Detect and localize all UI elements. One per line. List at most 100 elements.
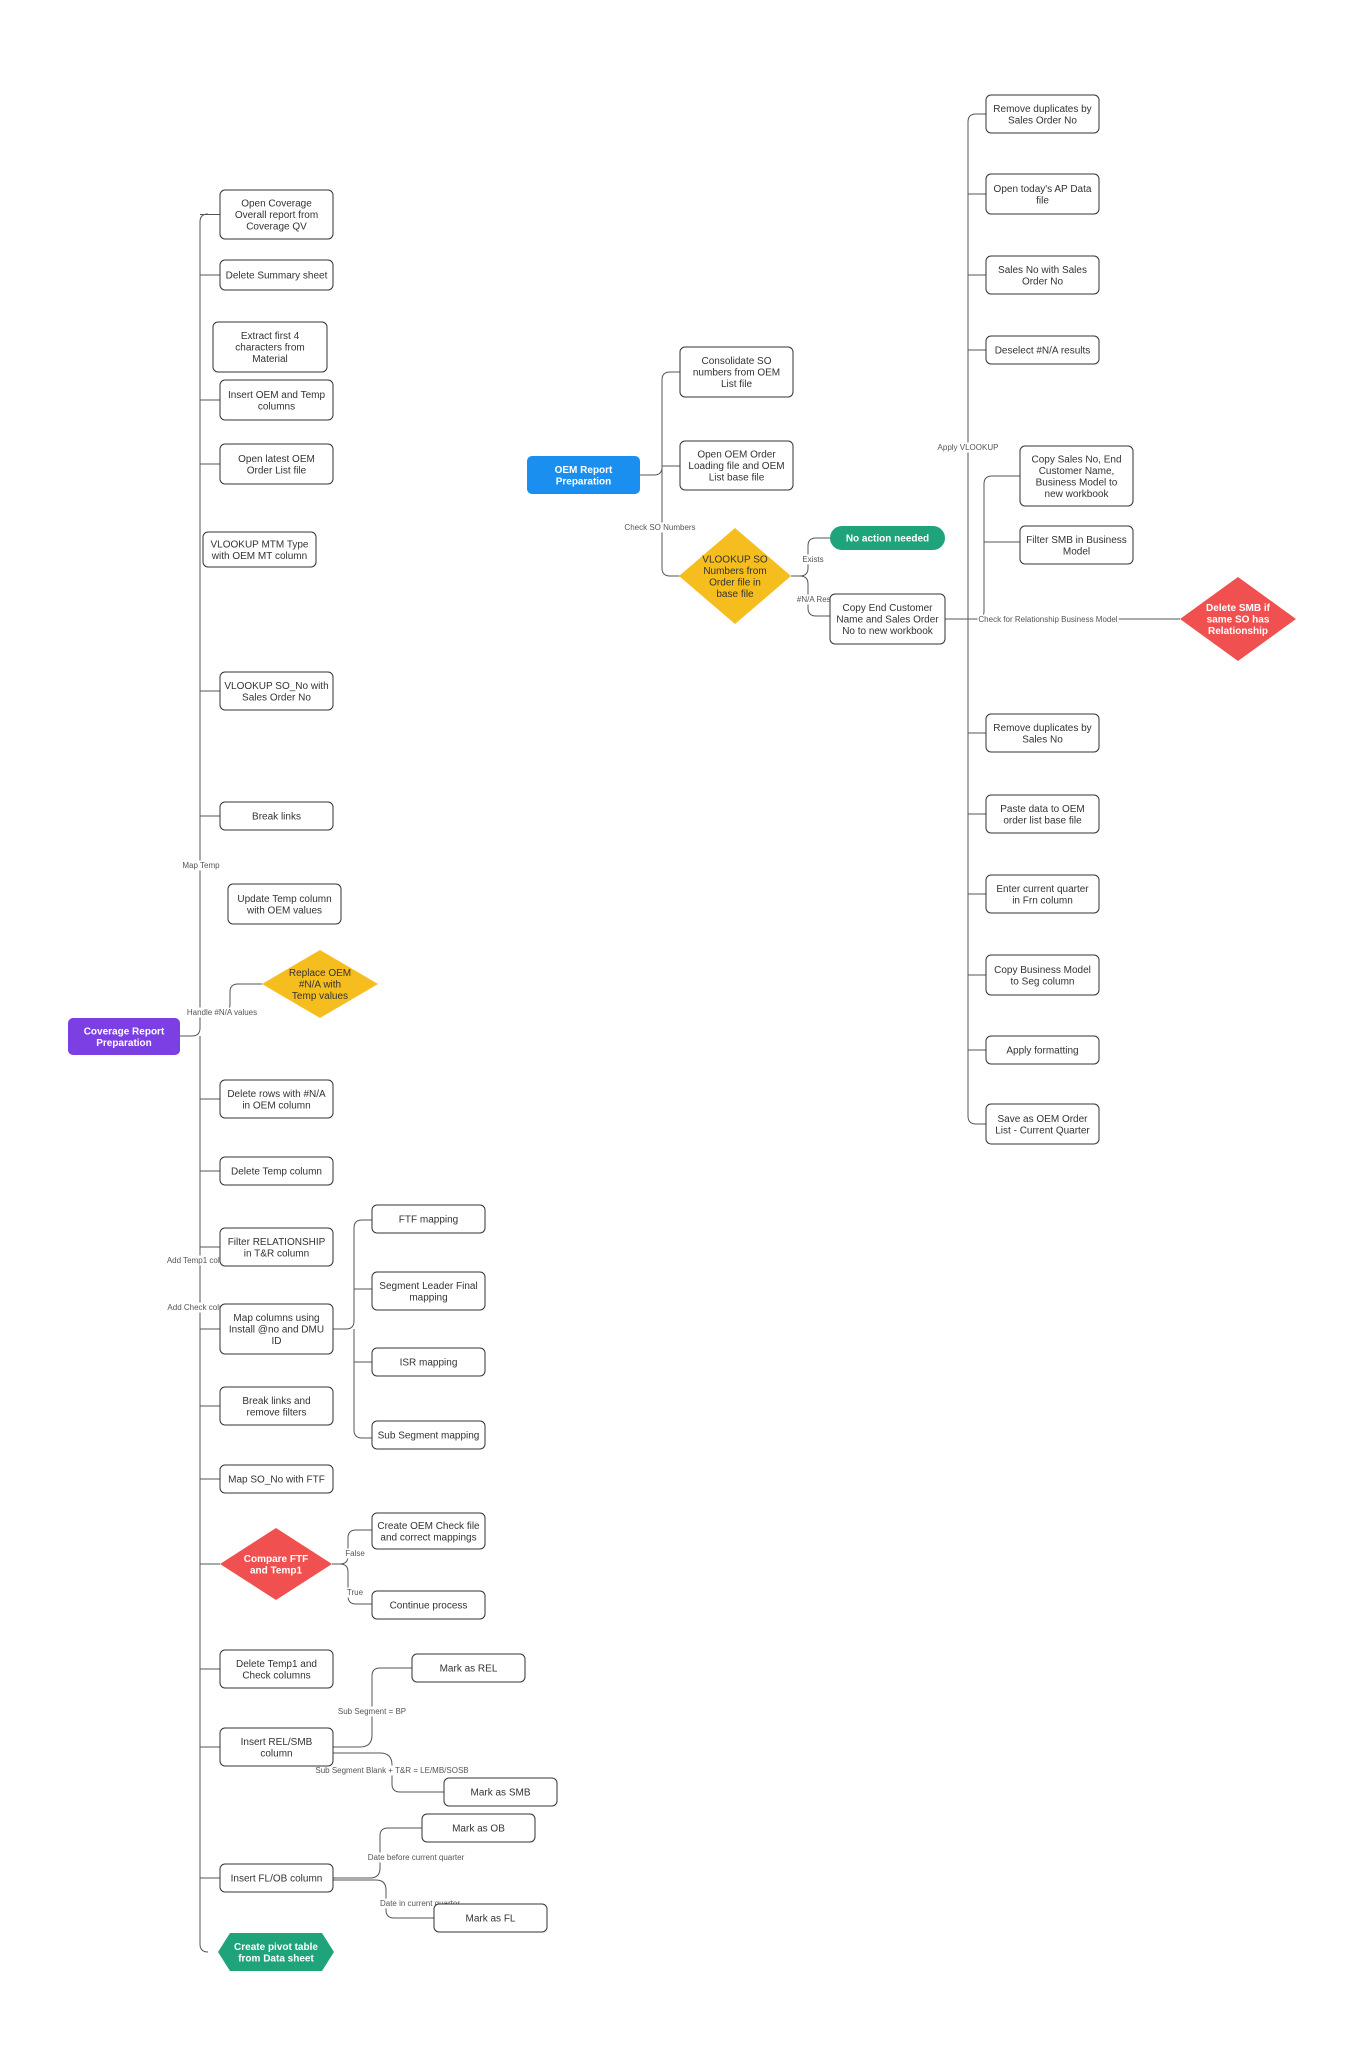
delete-summary-box[interactable]: Delete Summary sheet	[219, 259, 334, 291]
insert-oem-temp-box-line: columns	[258, 401, 295, 412]
label-exists-bg	[801, 554, 825, 565]
paste-data-box-shape	[985, 794, 1100, 834]
open-ap-box-line: Open today's AP Data	[994, 184, 1092, 195]
map-so-ftf-box[interactable]: Map SO_No with FTF	[219, 1464, 334, 1494]
label-sub-seg-eq-bg	[336, 1706, 408, 1717]
apply-formatting-box[interactable]: Apply formatting	[985, 1035, 1100, 1065]
continue-box-shape	[371, 1590, 486, 1620]
copy-sales-box-shape	[1019, 445, 1134, 507]
no-action-pill-label: No action needed	[846, 534, 929, 545]
continue-box[interactable]: Continue process	[371, 1590, 486, 1620]
open-loading-box-line: Loading file and OEM	[688, 461, 784, 472]
open-loading-box-shape	[679, 440, 794, 491]
label-check-so-bg	[623, 522, 697, 533]
ftf-mapping-box[interactable]: FTF mapping	[371, 1204, 486, 1234]
vlookup-so-box-line: VLOOKUP SO_No with	[224, 681, 328, 692]
no-action-pill-line: No action needed	[846, 534, 929, 545]
isr-mapping-box[interactable]: ISR mapping	[371, 1347, 486, 1377]
delete-temp-box-line: Delete Temp column	[231, 1167, 322, 1178]
insert-fl-ob-box-label: Insert FL/OB column	[231, 1874, 323, 1885]
delete-smb-diamond-line: Relationship	[1208, 626, 1268, 637]
open-loading-box-line: List base file	[709, 473, 765, 484]
mark-smb-box-shape	[443, 1777, 558, 1807]
save-as-box-line: List - Current Quarter	[995, 1125, 1090, 1136]
break-links-filters-box-line: Break links and	[242, 1396, 310, 1407]
connector	[967, 619, 986, 1125]
open-ap-box-line: file	[1036, 195, 1049, 206]
vlookup-so-diamond-line: VLOOKUP SO	[702, 554, 768, 565]
delete-smb-diamond-shape	[1180, 577, 1296, 661]
insert-fl-ob-box[interactable]: Insert FL/OB column	[219, 1863, 334, 1893]
create-pivot-hexagon-line: from Data sheet	[238, 1953, 314, 1964]
mark-smb-box[interactable]: Mark as SMB	[443, 1777, 558, 1807]
delete-smb-diamond-line: same SO has	[1207, 615, 1270, 626]
connector	[967, 113, 986, 619]
vlookup-so-box-line: Sales Order No	[242, 692, 311, 703]
mark-rel-box[interactable]: Mark as REL	[411, 1653, 526, 1683]
remove-dup-so-box-shape	[985, 94, 1100, 134]
create-pivot-hexagon-shape	[218, 1933, 334, 1971]
label-check-so: Check SO Numbers	[624, 523, 695, 532]
vlookup-so-box-shape	[219, 671, 334, 711]
consolidate-box-shape	[679, 346, 794, 398]
oem-start-line: OEM Report	[555, 465, 613, 476]
mark-fl-box[interactable]: Mark as FL	[433, 1903, 548, 1933]
copy-bm-box-line: Copy Business Model	[994, 965, 1091, 976]
map-columns-box-shape	[219, 1303, 334, 1355]
mark-ob-box[interactable]: Mark as OB	[421, 1813, 536, 1843]
seg-leader-box-line: mapping	[409, 1292, 447, 1303]
insert-oem-temp-box-shape	[219, 379, 334, 421]
delete-temp-box[interactable]: Delete Temp column	[219, 1156, 334, 1186]
sub-seg-box[interactable]: Sub Segment mapping	[371, 1420, 486, 1450]
deselect-na-box[interactable]: Deselect #N/A results	[985, 335, 1100, 365]
break-links-box[interactable]: Break links	[219, 801, 334, 831]
filter-smb-box-line: Model	[1063, 546, 1090, 557]
delete-summary-box-line: Delete Summary sheet	[226, 271, 328, 282]
insert-rel-smb-box-line: Insert REL/SMB	[241, 1737, 313, 1748]
open-coverage-box-line: Coverage QV	[246, 222, 307, 233]
vlookup-so-diamond-shape	[679, 528, 791, 624]
no-action-pill[interactable]: No action needed	[830, 526, 945, 550]
